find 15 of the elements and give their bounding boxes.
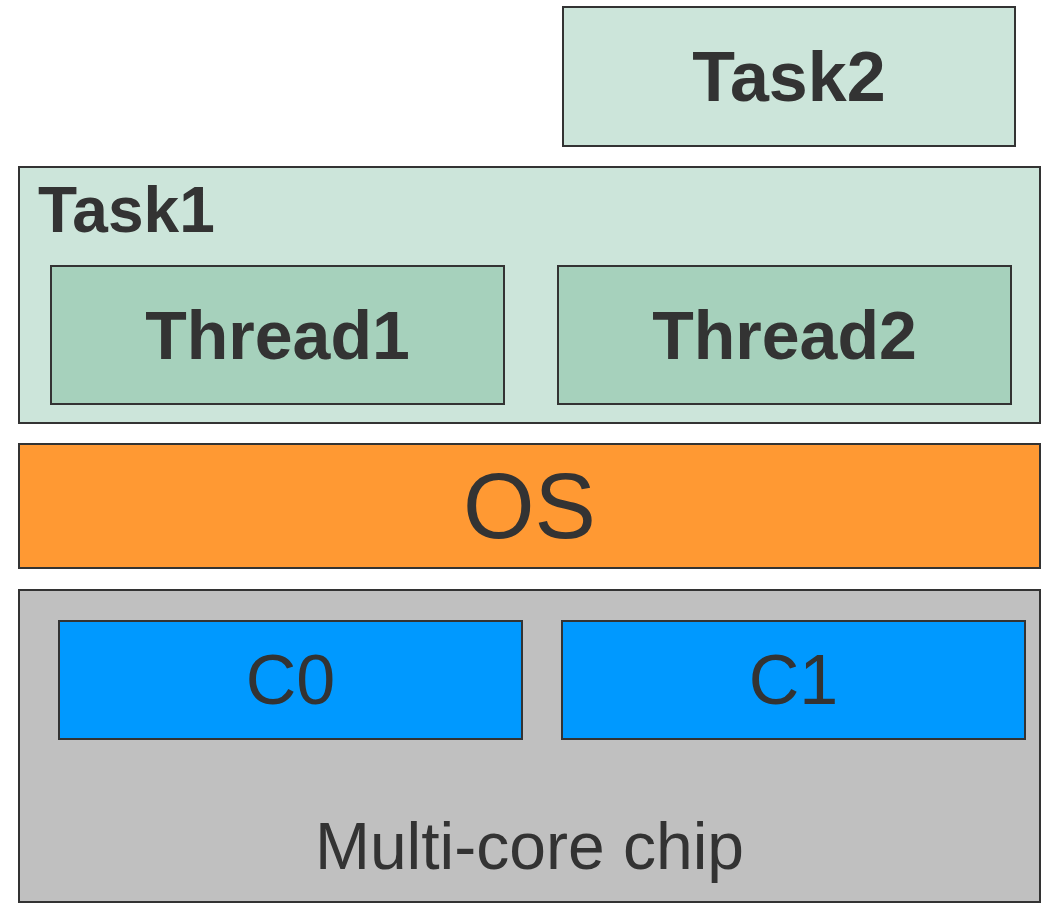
chip-box (18, 589, 1041, 903)
os-label: OS (463, 460, 596, 552)
task-label: Task1 (38, 178, 215, 242)
core-box (58, 620, 523, 740)
os-layer (18, 443, 1041, 569)
task-box (18, 166, 1041, 424)
thread-label: Thread2 (652, 301, 917, 369)
thread-label: Thread1 (145, 301, 410, 369)
thread-box (50, 265, 505, 405)
core-box (561, 620, 1026, 740)
core-label: C1 (748, 645, 839, 715)
task-box (562, 6, 1016, 147)
thread-box (557, 265, 1012, 405)
task-label: Task2 (692, 41, 886, 112)
core-label: C0 (245, 645, 336, 715)
